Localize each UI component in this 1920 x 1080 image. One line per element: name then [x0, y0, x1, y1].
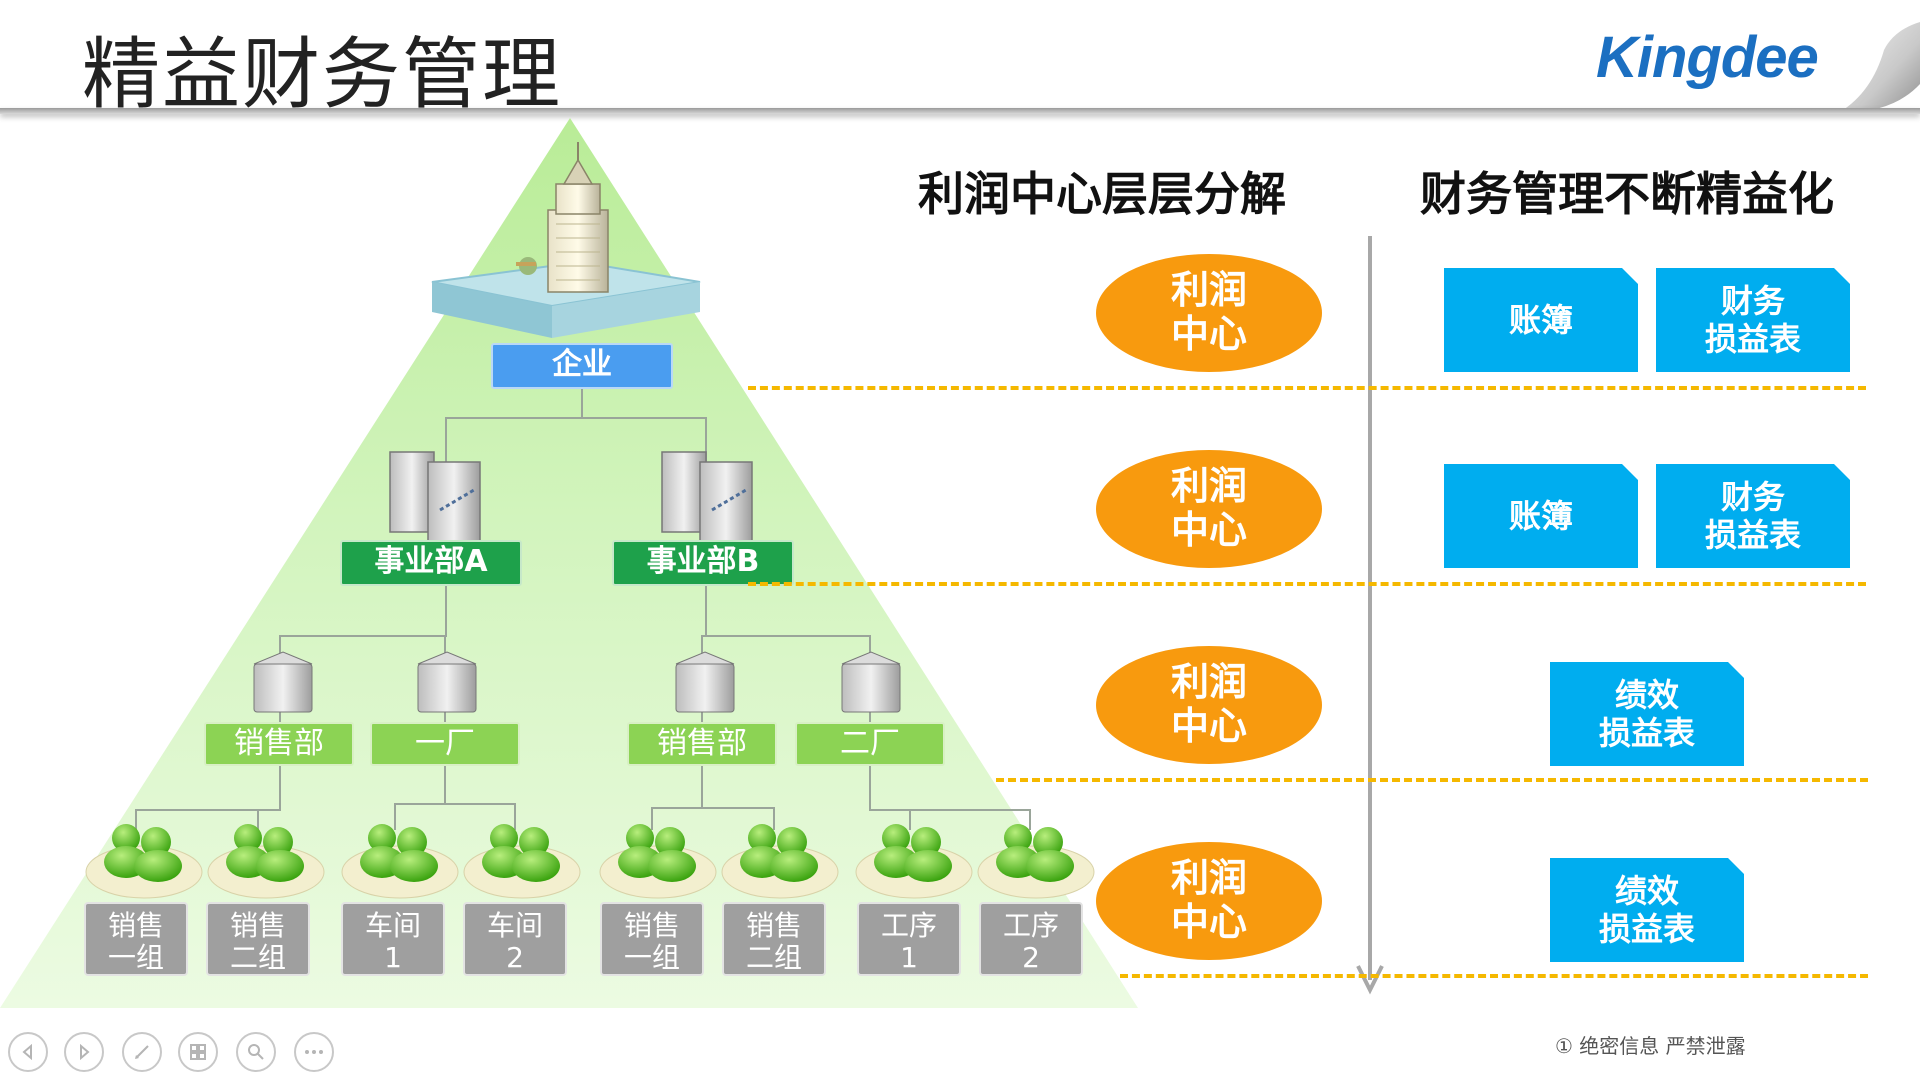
people-group-icon: [207, 824, 325, 899]
performance-pl-box: 绩效损益表: [1550, 858, 1744, 962]
server-icon: [675, 651, 735, 713]
department-label: 销售部: [204, 722, 354, 766]
performance-pl-box: 绩效损益表: [1550, 662, 1744, 766]
server-icon: [841, 651, 901, 713]
pyramid-background: [0, 118, 1138, 1008]
pen-icon[interactable]: [122, 1032, 162, 1072]
division-b-building-icon: [661, 451, 753, 545]
row-separator: [996, 778, 1868, 782]
division-a-label: 事业部A: [340, 540, 522, 586]
heading-profit-decomposition: 利润中心层层分解: [918, 167, 1286, 221]
server-icon: [253, 651, 313, 713]
ledger-box: 账簿: [1444, 464, 1638, 568]
financial-pl-box: 财务损益表: [1656, 464, 1850, 568]
vertical-arrow-icon: [1356, 236, 1384, 995]
enterprise-label: 企业: [491, 343, 673, 389]
page-title: 精益财务管理: [82, 30, 563, 120]
department-label: 二厂: [795, 722, 945, 766]
slide-header: [0, 0, 1920, 112]
zoom-icon[interactable]: [236, 1032, 276, 1072]
department-label: 销售部: [627, 722, 777, 766]
profit-center-badge: 利润中心: [1096, 646, 1322, 764]
profit-center-badge: 利润中心: [1096, 254, 1322, 372]
next-icon[interactable]: [64, 1032, 104, 1072]
server-icon: [417, 651, 477, 713]
kingdee-logo: Kingdee: [1596, 25, 1819, 90]
department-server-icons: [253, 651, 901, 713]
profit-center-badge: 利润中心: [1096, 450, 1322, 568]
profit-center-badge: 利润中心: [1096, 842, 1322, 960]
people-group-icon: [85, 824, 203, 899]
people-group-icon: [977, 824, 1095, 899]
unit-label: 销售一组: [84, 902, 188, 976]
unit-label: 销售二组: [722, 902, 826, 976]
unit-label: 销售一组: [600, 902, 704, 976]
people-group-icon: [341, 824, 459, 899]
confidential-notice: ① 绝密信息 严禁泄露: [1555, 1034, 1746, 1058]
row-separator: [1120, 974, 1868, 978]
enterprise-building-icon: [431, 142, 701, 338]
header-divider: [0, 108, 1920, 114]
more-icon[interactable]: [294, 1032, 334, 1072]
prev-icon[interactable]: [8, 1032, 48, 1072]
unit-label: 销售二组: [206, 902, 310, 976]
people-group-icon: [599, 824, 717, 899]
ledger-box: 账簿: [1444, 268, 1638, 372]
heading-finance-refinement: 财务管理不断精益化: [1420, 167, 1834, 221]
financial-pl-box: 财务损益表: [1656, 268, 1850, 372]
row-separator: [748, 582, 1866, 586]
department-label: 一厂: [370, 722, 520, 766]
people-group-icon: [463, 824, 581, 899]
division-a-building-icon: [389, 451, 481, 545]
pyramid-diagram: [0, 118, 1138, 1008]
page-curl-icon: [1840, 22, 1920, 113]
row-separator: [748, 386, 1866, 390]
grid-icon[interactable]: [178, 1032, 218, 1072]
people-group-icon: [855, 824, 973, 899]
people-group-icon: [721, 824, 839, 899]
team-people-icons: [85, 824, 1095, 899]
division-b-label: 事业部B: [612, 540, 794, 586]
